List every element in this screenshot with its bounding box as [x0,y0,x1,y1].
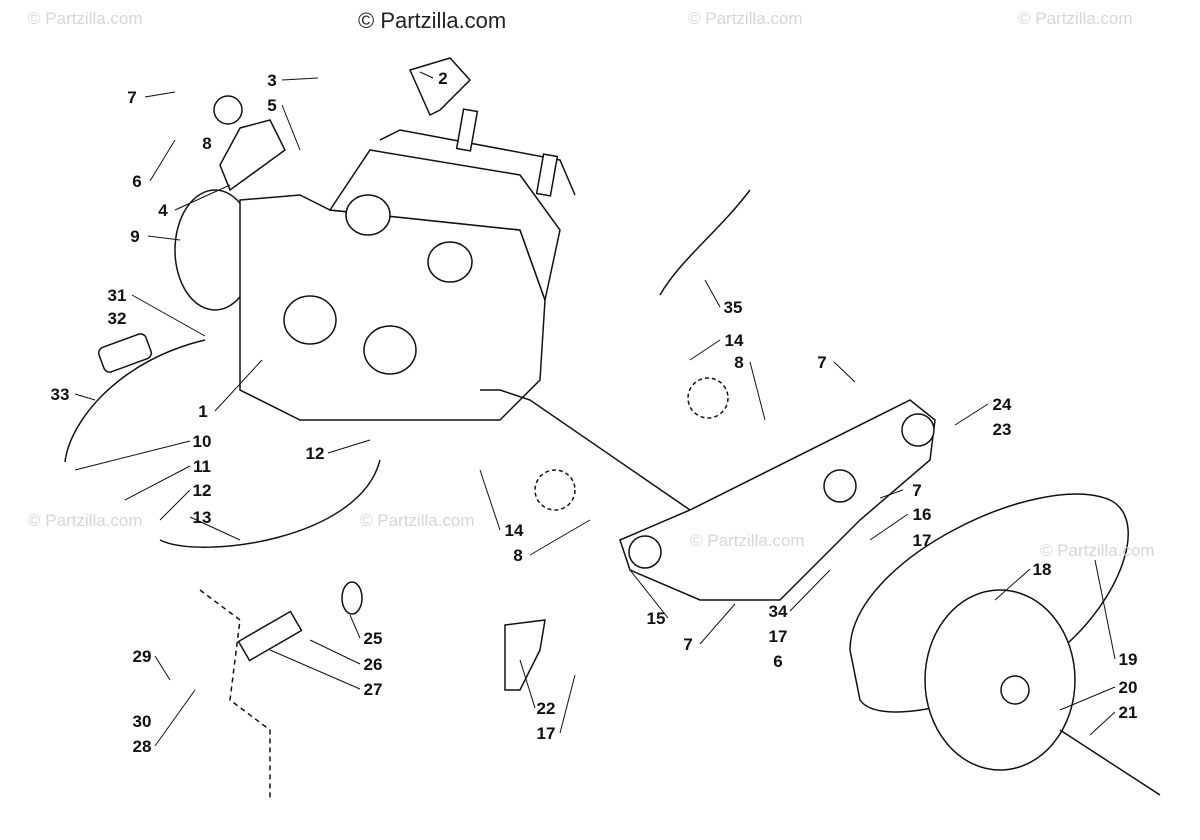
callout-6[interactable]: 6 [132,172,141,191]
callout-32[interactable]: 32 [108,309,127,328]
callout-9[interactable]: 9 [130,227,139,246]
part-gear [213,95,243,125]
watermark: © Partzilla.com [28,511,143,530]
callout-8[interactable]: 8 [734,353,743,372]
watermark: © Partzilla.com [688,9,803,28]
watermarks: © Partzilla.com © Partzilla.com © Partzi… [28,8,1155,560]
reference-plate [199,589,271,800]
part-18-clutch [924,589,1076,771]
leader-lines [74,71,1116,747]
callout-6[interactable]: 6 [773,652,782,671]
callout-29[interactable]: 29 [133,647,152,666]
part-14-sprocket [687,377,729,419]
part-32-spring [98,333,152,373]
callout-22[interactable]: 22 [537,699,556,718]
callout-14[interactable]: 14 [505,521,524,540]
callout-2[interactable]: 2 [438,69,447,88]
callout-11[interactable]: 11 [193,457,211,476]
callout-31[interactable]: 31 [108,286,127,305]
callout-17[interactable]: 17 [769,627,788,646]
callout-33[interactable]: 33 [51,385,70,404]
callout-27[interactable]: 27 [364,680,383,699]
callout-8[interactable]: 8 [513,546,522,565]
callout-13[interactable]: 13 [193,508,212,527]
engine-assembly [174,108,691,511]
callout-23[interactable]: 23 [993,420,1012,439]
watermark: © Partzilla.com [1040,541,1155,560]
watermark: © Partzilla.com [1018,9,1133,28]
watermark: © Partzilla.com [690,531,805,550]
part-13-hose [159,459,381,548]
callout-19[interactable]: 19 [1119,650,1138,669]
watermark: © Partzilla.com [360,511,475,530]
part-15-plate [619,399,936,601]
part-2-gauge [408,57,472,117]
callout-7[interactable]: 7 [912,481,921,500]
part-4-bracket [219,119,286,192]
part-14-sprocket [534,469,576,511]
callout-21[interactable]: 21 [1119,703,1138,722]
clutch-hub [1000,675,1030,705]
callout-7[interactable]: 7 [127,88,136,107]
part-25-bumper [341,581,363,615]
idler-wheel [901,413,935,447]
callout-15[interactable]: 15 [647,609,666,628]
part-35-wire [659,189,751,296]
callout-14[interactable]: 14 [725,331,744,350]
callout-17[interactable]: 17 [537,724,556,743]
callout-12[interactable]: 12 [306,444,325,463]
callout-34[interactable]: 34 [769,602,788,621]
part-21-bolt [1059,729,1161,796]
callout-8[interactable]: 8 [202,134,211,153]
idler-wheel [823,469,857,503]
callout-18[interactable]: 18 [1033,560,1052,579]
callout-7[interactable]: 7 [817,353,826,372]
watermark: © Partzilla.com [28,9,143,28]
callout-25[interactable]: 25 [364,629,383,648]
callout-4[interactable]: 4 [158,201,168,220]
watermark-main: © Partzilla.com [358,8,506,33]
callout-16[interactable]: 16 [913,505,932,524]
callout-3[interactable]: 3 [267,71,276,90]
callout-28[interactable]: 28 [133,737,152,756]
callout-10[interactable]: 10 [193,432,212,451]
callout-5[interactable]: 5 [267,96,276,115]
callout-17[interactable]: 17 [913,531,932,550]
callout-35[interactable]: 35 [724,298,743,317]
part-27-spacer [237,610,303,662]
callout-1[interactable]: 1 [198,402,207,421]
callout-7[interactable]: 7 [683,635,692,654]
callout-26[interactable]: 26 [364,655,383,674]
callout-labels: 7 3 2 5 8 6 4 9 31 32 33 1 10 11 12 13 1… [51,69,1138,756]
idler-wheel [628,535,662,569]
callout-20[interactable]: 20 [1119,678,1138,697]
callout-12[interactable]: 12 [193,481,212,500]
part-33-hose [64,339,206,463]
callout-24[interactable]: 24 [993,395,1012,414]
callout-30[interactable]: 30 [133,712,152,731]
part-22-bracket [504,619,546,691]
